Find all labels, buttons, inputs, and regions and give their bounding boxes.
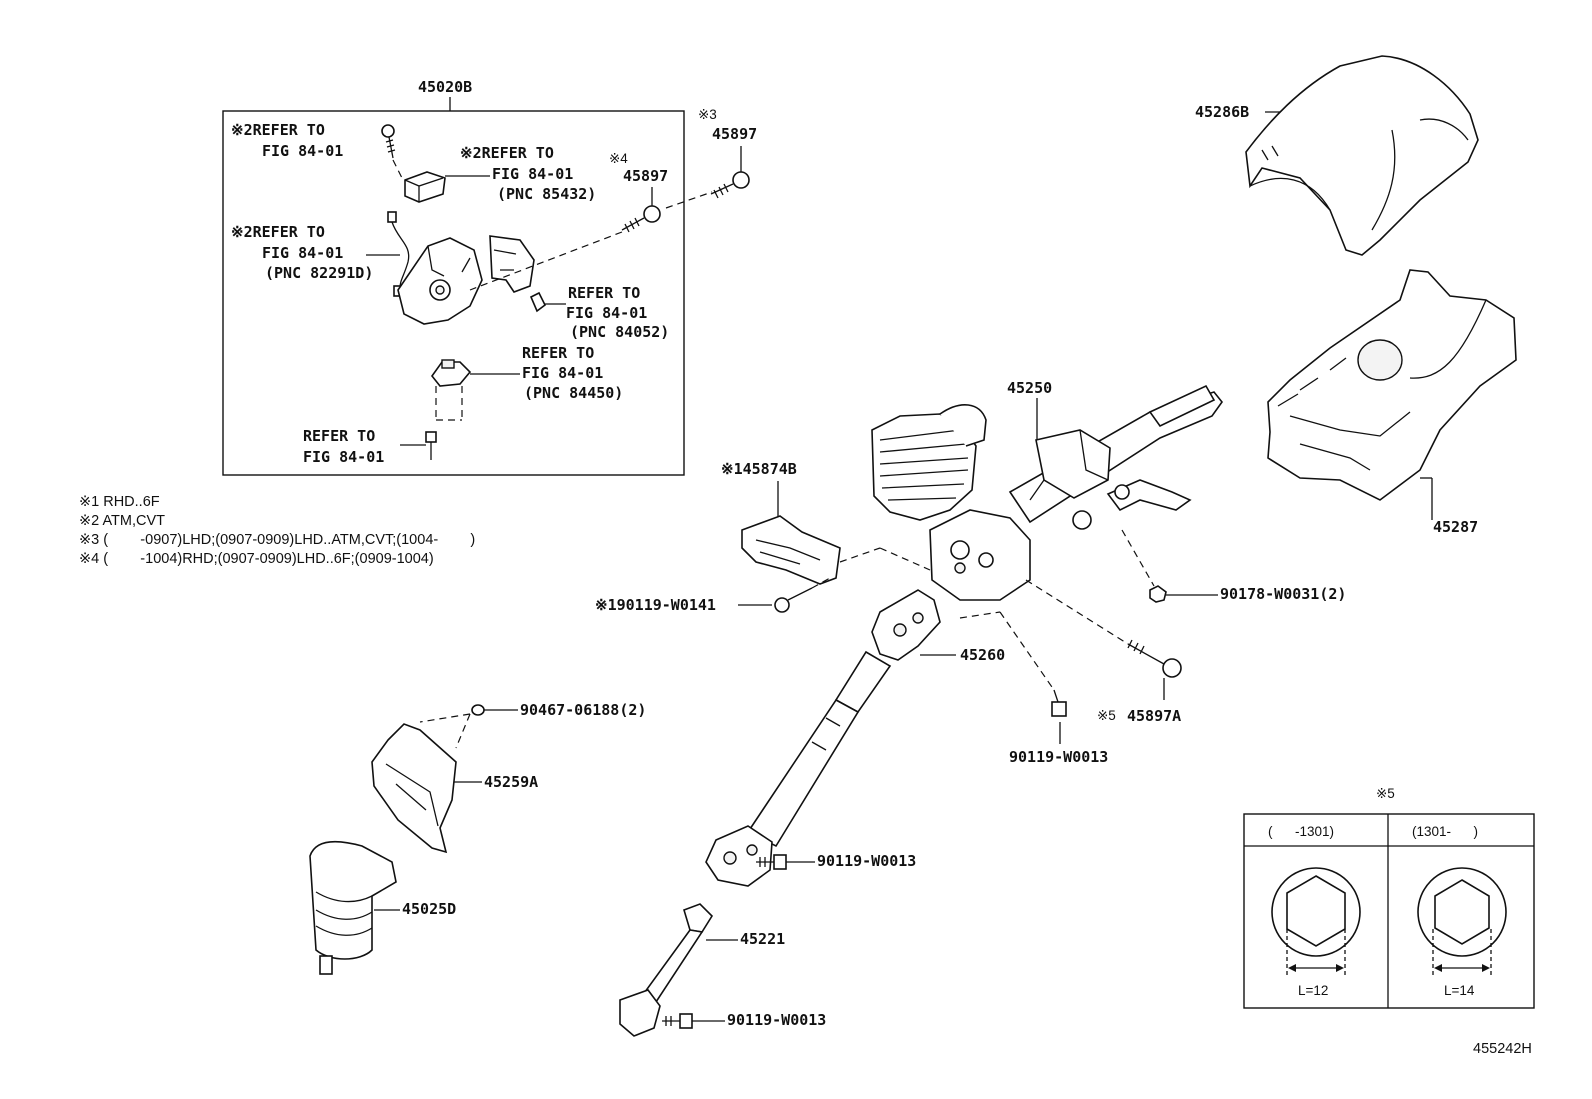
bolt-head-large-icon — [1417, 867, 1507, 976]
box-ref-4-line3: (PNC 84052) — [570, 323, 669, 341]
bolt-head-small-icon — [1271, 867, 1361, 976]
label-45250: 45250 — [1007, 379, 1052, 397]
bolt-45897-b-icon — [621, 205, 661, 233]
box-ref-4-line1: REFER TO — [568, 284, 640, 302]
label-45259A: 45259A — [484, 773, 538, 791]
inset-col2-dim: L=14 — [1444, 983, 1475, 998]
bolt-45897-a-icon — [710, 171, 750, 199]
note-3: ※3 ( -0907)LHD;(0907-0909)LHD..ATM,CVT;(… — [79, 532, 475, 548]
bolt-part-icon — [425, 431, 437, 460]
mark-45897-b: ※4 — [609, 151, 628, 166]
bolt-45897A-icon — [1127, 639, 1182, 678]
sensor-part-icon — [430, 359, 472, 387]
inset-mark: ※5 — [1376, 786, 1395, 801]
intermediate-shaft-icon — [705, 589, 941, 887]
label-45897-a: 45897 — [712, 125, 757, 143]
label-45897-b: 45897 — [623, 167, 668, 185]
label-90119-W0013-c: 90119-W0013 — [727, 1011, 826, 1029]
key-part-icon — [529, 291, 547, 313]
label-90467-06188: 90467-06188(2) — [520, 701, 646, 719]
cover-45259A-icon — [371, 723, 457, 854]
label-90119-W0013-b: 90119-W0013 — [817, 852, 916, 870]
label-45260: 45260 — [960, 646, 1005, 664]
steering-column-icon — [871, 384, 1224, 601]
note-1: ※1 RHD..6F — [79, 494, 160, 510]
box-ref-3-line3: (PNC 82291D) — [265, 264, 373, 282]
upper-column-cover-icon — [1245, 55, 1479, 256]
nut-90178-W0031-icon — [1149, 585, 1167, 603]
note-4: ※4 ( -1004)RHD;(0907-0909)LHD..6F;(0909-… — [79, 551, 434, 567]
box-ref-2-line1: ※2REFER TO — [460, 144, 554, 162]
diagram-id: 455242H — [1473, 1041, 1532, 1057]
bolt-90119-W0141-icon — [774, 587, 813, 613]
ignition-group-box — [222, 110, 685, 476]
box-ref-3-line2: FIG 84-01 — [262, 244, 343, 262]
bolt-90119-W0013-c-icon — [662, 1013, 693, 1029]
bolt-90119-W0013-a-icon — [1051, 689, 1067, 717]
note-2: ※2 ATM,CVT — [79, 513, 165, 529]
shaft-45221-icon — [619, 903, 714, 1037]
mark-45897A: ※5 — [1097, 708, 1116, 723]
box-ref-1-line2: FIG 84-01 — [262, 142, 343, 160]
lower-column-cover-icon — [1267, 269, 1517, 501]
switch-part-icon — [404, 171, 446, 203]
box-ref-2-line3: (PNC 85432) — [497, 185, 596, 203]
inset-col1-header: ( -1301) — [1268, 824, 1334, 839]
label-90119-W0141: ※190119-W0141 — [595, 596, 716, 614]
box-ref-5-line3: (PNC 84450) — [524, 384, 623, 402]
box-ref-2-line2: FIG 84-01 — [492, 165, 573, 183]
label-45286B: 45286B — [1195, 103, 1249, 121]
label-45020B: 45020B — [418, 78, 472, 96]
screw-part-icon — [381, 124, 396, 159]
label-45874B: ※145874B — [721, 460, 797, 478]
column-hole-cover-icon — [741, 515, 841, 585]
box-ref-4-line2: FIG 84-01 — [566, 304, 647, 322]
lock-housing-part-icon — [397, 235, 535, 325]
mark-45897-a: ※3 — [698, 107, 717, 122]
inset-col2-header: (1301- ) — [1412, 824, 1478, 839]
label-45025D: 45025D — [402, 900, 456, 918]
label-90178-W0031: 90178-W0031(2) — [1220, 585, 1346, 603]
label-45287: 45287 — [1433, 518, 1478, 536]
box-ref-6-line2: FIG 84-01 — [303, 448, 384, 466]
label-45897A: 45897A — [1127, 707, 1181, 725]
box-ref-1-line1: ※2REFER TO — [231, 121, 325, 139]
inset-box — [1243, 813, 1535, 1009]
box-ref-5-line1: REFER TO — [522, 344, 594, 362]
box-ref-6-line1: REFER TO — [303, 427, 375, 445]
inset-col1-dim: L=12 — [1298, 983, 1328, 998]
box-ref-3-line1: ※2REFER TO — [231, 223, 325, 241]
label-90119-W0013-a: 90119-W0013 — [1009, 748, 1108, 766]
bolt-90119-W0013-b-icon — [756, 854, 787, 870]
clip-90467-06188-icon — [471, 704, 485, 716]
bezel-45025D-icon — [309, 840, 397, 975]
label-45221: 45221 — [740, 930, 785, 948]
box-ref-5-line2: FIG 84-01 — [522, 364, 603, 382]
